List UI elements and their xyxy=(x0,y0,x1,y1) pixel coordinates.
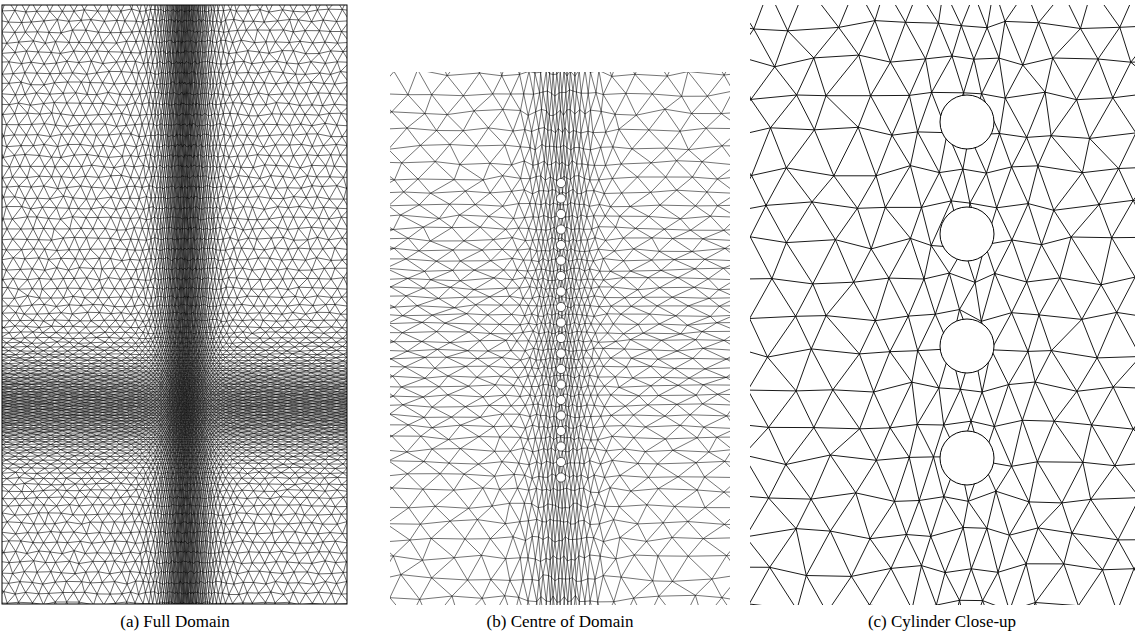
panel-caption: (a) Full Domain xyxy=(15,612,335,632)
cylinder-hole xyxy=(556,225,565,234)
cylinder-hole xyxy=(556,318,565,327)
panel-caption: (c) Cylinder Close-up xyxy=(782,612,1102,632)
cylinder-row xyxy=(556,178,565,482)
domain-border xyxy=(2,5,347,604)
cylinder-hole xyxy=(556,426,565,435)
cylinder-hole xyxy=(556,240,565,249)
cylinder-hole xyxy=(940,431,994,485)
cylinder-hole xyxy=(940,319,994,373)
cylinder-hole xyxy=(556,411,565,420)
cylinder-hole xyxy=(556,457,565,466)
cylinder-hole xyxy=(556,287,565,296)
cylinder-hole xyxy=(556,395,565,404)
cylinder-hole xyxy=(556,442,565,451)
cylinder-hole xyxy=(556,364,565,373)
cylinder-hole xyxy=(556,349,565,358)
triangle-mesh xyxy=(750,5,1135,605)
cylinder-hole xyxy=(556,271,565,280)
panel-caption: (b) Centre of Domain xyxy=(400,612,720,632)
closeup-mesh xyxy=(750,5,1135,605)
cylinder-hole xyxy=(940,95,994,149)
cylinder-hole xyxy=(556,256,565,265)
cylinder-hole xyxy=(556,333,565,342)
cylinder-hole xyxy=(940,207,994,261)
cylinder-hole xyxy=(556,380,565,389)
cylinder-hole xyxy=(556,194,565,203)
cylinder-row xyxy=(940,95,994,485)
cylinder-hole xyxy=(556,209,565,218)
full-domain-mesh xyxy=(2,5,347,604)
triangle-mesh xyxy=(2,5,347,604)
cylinder-hole xyxy=(556,302,565,311)
centre-mesh xyxy=(390,72,730,605)
triangle-mesh xyxy=(390,72,730,605)
cylinder-hole xyxy=(556,178,565,187)
cylinder-hole xyxy=(556,473,565,482)
